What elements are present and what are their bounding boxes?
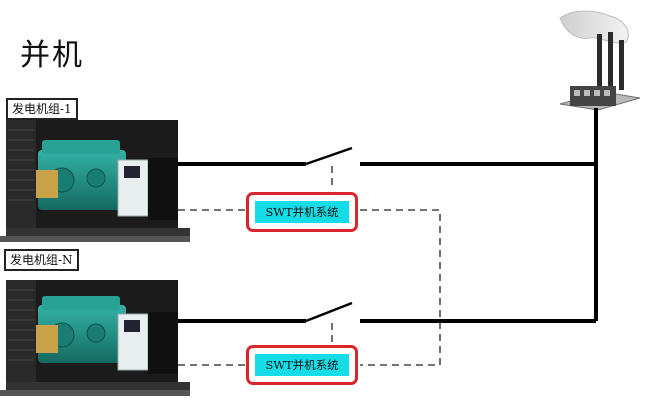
control-lines (178, 166, 441, 366)
page-title: 并机 (20, 38, 84, 73)
generator-1-label: 发电机组-1 (6, 98, 78, 120)
switch-icon (305, 146, 353, 166)
generator-icon (0, 120, 190, 242)
swt-controller-n-label: SWT并机系统 (255, 354, 349, 376)
swt-controller-n: SWT并机系统 (246, 345, 358, 385)
swt-controller-1: SWT并机系统 (246, 192, 358, 232)
switch-icon (305, 301, 353, 323)
swt-controller-1-label: SWT并机系统 (255, 201, 349, 223)
generator-icon (0, 280, 190, 396)
generator-n-label: 发电机组-N (4, 249, 79, 271)
power-bus (178, 108, 598, 323)
factory-icon (559, 10, 641, 111)
